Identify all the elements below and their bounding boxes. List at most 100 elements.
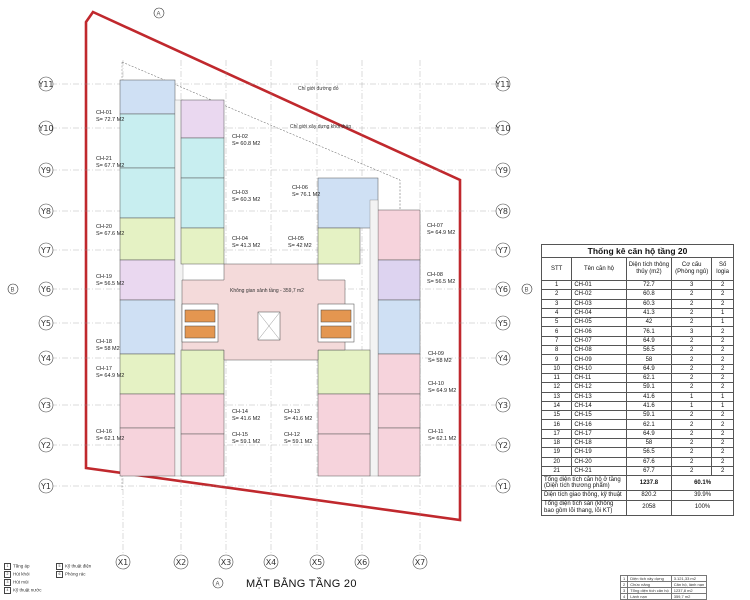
axis-label-y6: Y6 xyxy=(38,281,54,297)
table-cell: 56.5 xyxy=(625,345,673,356)
svg-text:Y10: Y10 xyxy=(37,124,53,133)
table-cell: 12 xyxy=(540,382,573,393)
svg-text:S= 41.6 M2: S= 41.6 M2 xyxy=(284,416,312,422)
axis-label-y11: Y11 xyxy=(37,76,54,92)
axis-label-x7: X7 xyxy=(412,554,428,570)
svg-text:Y6: Y6 xyxy=(497,285,508,294)
info-cell: Tổng diện tích căn hộ xyxy=(627,587,672,594)
legend-number: 3 xyxy=(4,579,11,586)
summary-label: Tổng diện tích sàn (không bao gồm lõi th… xyxy=(541,499,627,516)
unit-label-ch-09: CH-09S= 58 M2 xyxy=(428,351,452,364)
svg-text:Y11: Y11 xyxy=(37,80,53,89)
table-cell: CH-08 xyxy=(571,345,627,356)
unit-label-ch-06: CH-06S= 76.1 M2 xyxy=(292,185,320,198)
svg-text:CH-09: CH-09 xyxy=(428,351,444,357)
axis-label-y9: Y9 xyxy=(38,162,54,178)
table-cell: CH-21 xyxy=(571,465,627,477)
road-boundary-note: Chỉ giới đường đỏ xyxy=(298,85,339,92)
table-cell: 2 xyxy=(671,317,713,328)
svg-text:Y7: Y7 xyxy=(40,246,51,255)
svg-text:B: B xyxy=(11,288,15,294)
svg-text:B: B xyxy=(525,288,529,294)
header-rooms: Cơ cấu (Phòng ngủ) xyxy=(671,257,713,281)
table-cell: CH-09 xyxy=(571,354,627,365)
unit-label-ch-18: CH-18S= 58 M2 xyxy=(96,339,120,352)
svg-text:X4: X4 xyxy=(266,558,277,567)
svg-text:Y3: Y3 xyxy=(40,401,51,410)
table-cell: 11 xyxy=(540,372,573,384)
svg-text:CH-14: CH-14 xyxy=(232,409,248,415)
table-cell: 2 xyxy=(711,456,734,467)
table-cell: 2 xyxy=(711,382,734,393)
site-boundary xyxy=(84,10,462,522)
table-cell: 2 xyxy=(711,335,734,347)
svg-text:Y8: Y8 xyxy=(497,207,508,216)
table-cell: 14 xyxy=(540,400,573,412)
svg-text:Y1: Y1 xyxy=(40,482,51,491)
svg-text:S= 58 M2: S= 58 M2 xyxy=(96,346,120,352)
table-cell: 16 xyxy=(540,419,573,430)
table-cell: CH-05 xyxy=(571,317,627,328)
build-boundary-note: Chỉ giới xây dựng khối tháp xyxy=(290,123,351,130)
table-cell: 2 xyxy=(711,345,734,356)
svg-text:Y7: Y7 xyxy=(497,246,508,255)
table-cell: 42 xyxy=(625,317,673,328)
table-cell: 64.9 xyxy=(625,363,673,374)
table-cell: 2 xyxy=(671,363,713,374)
svg-text:CH-11: CH-11 xyxy=(428,429,444,435)
table-cell: 1 xyxy=(671,391,713,402)
summary-pct: 39.9% xyxy=(671,490,734,501)
table-cell: 58 xyxy=(625,354,673,365)
svg-text:Y6: Y6 xyxy=(40,285,51,294)
table-cell: 3 xyxy=(671,279,713,291)
table-cell: 2 xyxy=(711,410,734,421)
svg-text:S= 62.1 M2: S= 62.1 M2 xyxy=(428,436,456,442)
table-cell: 58 xyxy=(625,438,673,449)
plan-title: MẶT BẰNG TẦNG 20 xyxy=(246,578,357,590)
table-cell: 3 xyxy=(540,298,573,309)
legend-number: 5 xyxy=(56,563,63,570)
axis-label-y1: Y1 xyxy=(38,478,54,494)
table-cell: CH-07 xyxy=(571,335,627,347)
left-wing xyxy=(119,79,225,477)
table-cell: 2 xyxy=(671,298,713,309)
table-cell: 2 xyxy=(711,354,734,365)
svg-text:S= 58 M2: S= 58 M2 xyxy=(428,358,452,364)
svg-text:S= 56.5 M2: S= 56.5 M2 xyxy=(96,281,124,287)
axis-label-y3: Y3 xyxy=(495,397,511,413)
table-cell: CH-16 xyxy=(571,419,627,430)
summary-label: Tổng diện tích căn hộ ở tầng (Diện tích … xyxy=(541,475,627,492)
table-cell: CH-18 xyxy=(571,438,627,449)
unit-label-ch-10: CH-10S= 64.9 M2 xyxy=(428,381,456,394)
table-cell: 41.6 xyxy=(625,400,673,412)
axis-label-x1: X1 xyxy=(115,554,131,570)
section-marker-top: A xyxy=(153,7,165,19)
axis-label-x4: X4 xyxy=(263,554,279,570)
summary-pct: 60.1% xyxy=(671,475,734,492)
axis-label-y11: Y11 xyxy=(494,76,511,92)
table-cell: CH-06 xyxy=(571,326,627,337)
table-cell: CH-15 xyxy=(571,410,627,421)
table-cell: 2 xyxy=(711,289,734,300)
table-cell: 2 xyxy=(671,354,713,365)
unit-label-ch-04: CH-04S= 41.3 M2 xyxy=(232,236,260,249)
table-cell: 2 xyxy=(711,279,734,291)
unit-label-ch-20: CH-20S= 67.6 M2 xyxy=(96,224,124,237)
svg-text:Y3: Y3 xyxy=(497,401,508,410)
svg-text:S= 64.9 M2: S= 64.9 M2 xyxy=(428,388,456,394)
central-core xyxy=(181,263,355,361)
table-cell: 41.6 xyxy=(625,391,673,402)
svg-text:S= 59.1 M2: S= 59.1 M2 xyxy=(284,439,312,445)
table-cell: 3 xyxy=(671,326,713,337)
legend-number: 1 xyxy=(4,563,11,570)
table-cell: 2 xyxy=(671,345,713,356)
table-cell: 56.5 xyxy=(625,447,673,458)
